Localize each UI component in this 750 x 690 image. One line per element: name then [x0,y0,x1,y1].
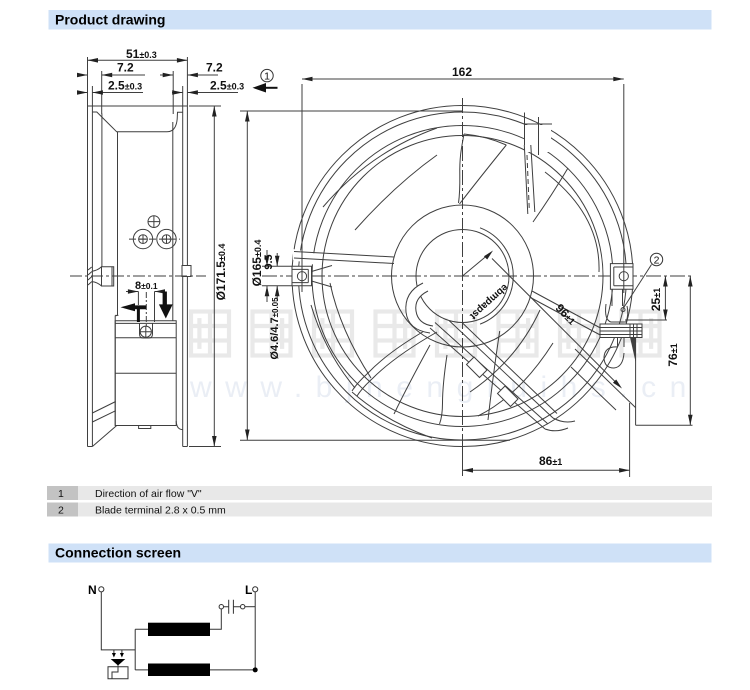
svg-text:L: L [245,583,252,597]
svg-text:Ø165±0.4: Ø165±0.4 [250,240,264,287]
svg-text:Blade terminal 2.8 x 0.5 mm: Blade terminal 2.8 x 0.5 mm [95,505,226,517]
svg-text:2: 2 [654,255,660,267]
svg-text:8±0.1: 8±0.1 [135,280,158,292]
svg-text:2.5±0.3: 2.5±0.3 [210,79,244,93]
svg-text:9.5: 9.5 [263,254,275,269]
svg-text:Direction of air flow "V": Direction of air flow "V" [95,488,202,500]
svg-text:162: 162 [452,65,472,79]
svg-text:25±1: 25±1 [649,288,663,311]
svg-text:N: N [88,583,97,597]
svg-text:Ø171.5±0.4: Ø171.5±0.4 [214,244,228,301]
svg-text:2.5±0.3: 2.5±0.3 [108,79,142,93]
svg-text:Ø4.6/4.7±0.05: Ø4.6/4.7±0.05 [269,297,281,360]
svg-text:ebmpapst: ebmpapst [467,281,510,321]
svg-text:2: 2 [58,505,64,517]
svg-text:51±0.3: 51±0.3 [126,47,157,61]
svg-text:Connection screen: Connection screen [55,545,181,561]
svg-text:7.2: 7.2 [206,61,223,75]
svg-text:76±1: 76±1 [666,343,680,366]
svg-text:Product drawing: Product drawing [55,12,165,28]
svg-text:1: 1 [58,488,64,500]
svg-text:7.2: 7.2 [117,61,134,75]
svg-text:1: 1 [264,71,270,83]
svg-text:86±1: 86±1 [539,454,562,468]
